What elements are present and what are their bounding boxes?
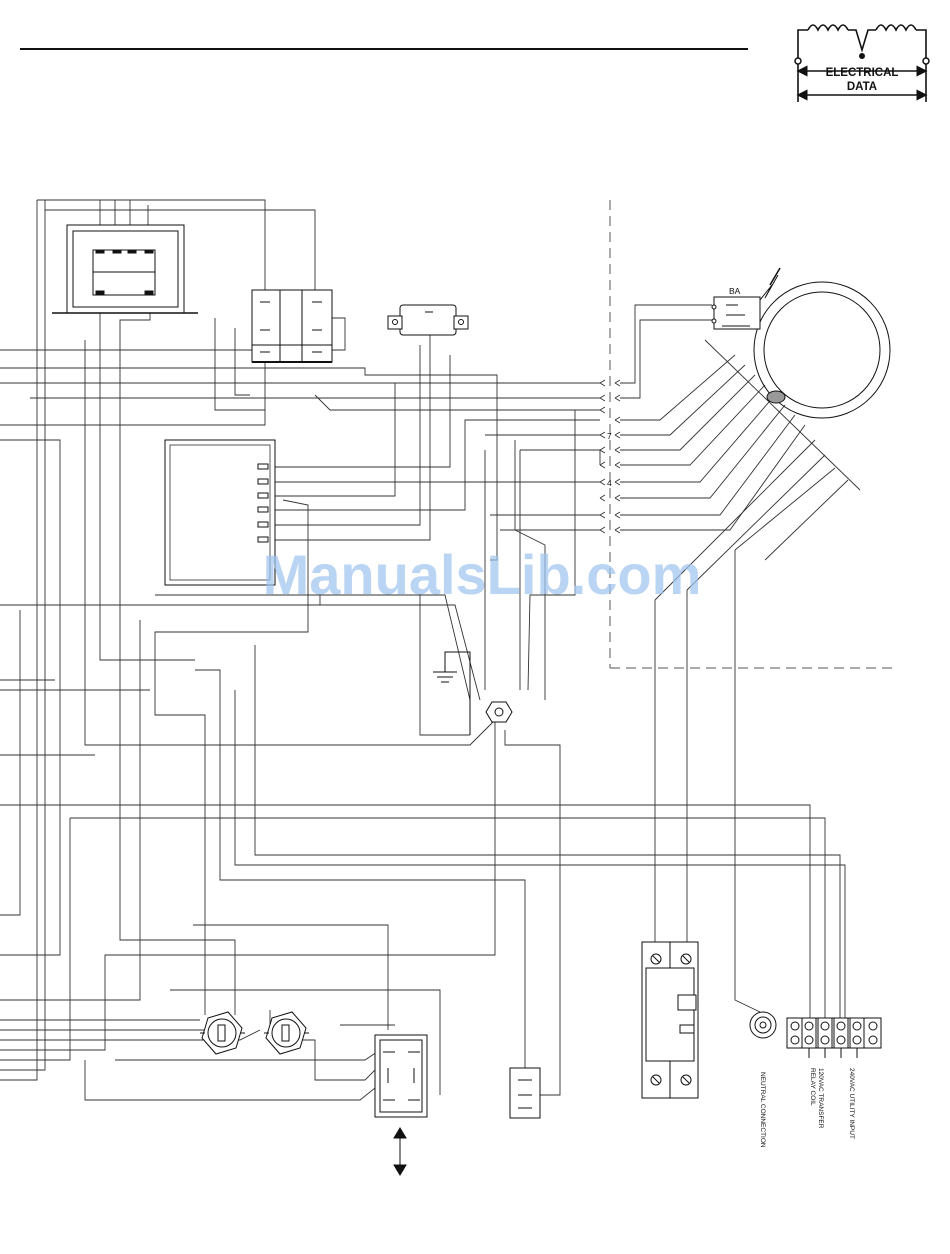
switch-right	[264, 1012, 309, 1054]
circuit-breaker	[642, 942, 698, 1098]
transfer-relay-label-1: 120VAC TRANSFER	[817, 1068, 824, 1129]
ba-relay	[712, 268, 780, 329]
watermark: ManualsLib.com	[263, 543, 702, 606]
relay	[252, 290, 332, 362]
splice-connector	[486, 702, 512, 722]
small-connector	[510, 1068, 540, 1118]
transformer	[52, 225, 198, 313]
terminal-label-7: 7	[607, 431, 612, 441]
terminal-strip	[787, 1018, 881, 1058]
stator-ring	[754, 282, 890, 418]
neutral-lug	[750, 1012, 776, 1038]
electrical-data-badge: ELECTRICAL DATA	[795, 25, 929, 102]
transfer-relay-label-2: RELAY COIL	[809, 1068, 816, 1106]
badge-line-2: DATA	[847, 81, 877, 93]
utility-input-label: 240VAC UTILITY INPUT	[848, 1068, 855, 1139]
neutral-connection-label: NEUTRAL CONNECTION	[759, 1072, 766, 1148]
switch-left	[200, 1012, 245, 1054]
terminal-label-4: 4	[607, 478, 612, 488]
rectifier-component	[388, 305, 468, 335]
ba-label: BA	[729, 286, 741, 296]
ground-symbol	[433, 652, 470, 735]
up-down-arrow-icon	[394, 1128, 406, 1175]
socket-relay	[375, 1035, 427, 1117]
badge-line-1: ELECTRICAL	[826, 67, 899, 79]
control-board	[165, 440, 275, 585]
